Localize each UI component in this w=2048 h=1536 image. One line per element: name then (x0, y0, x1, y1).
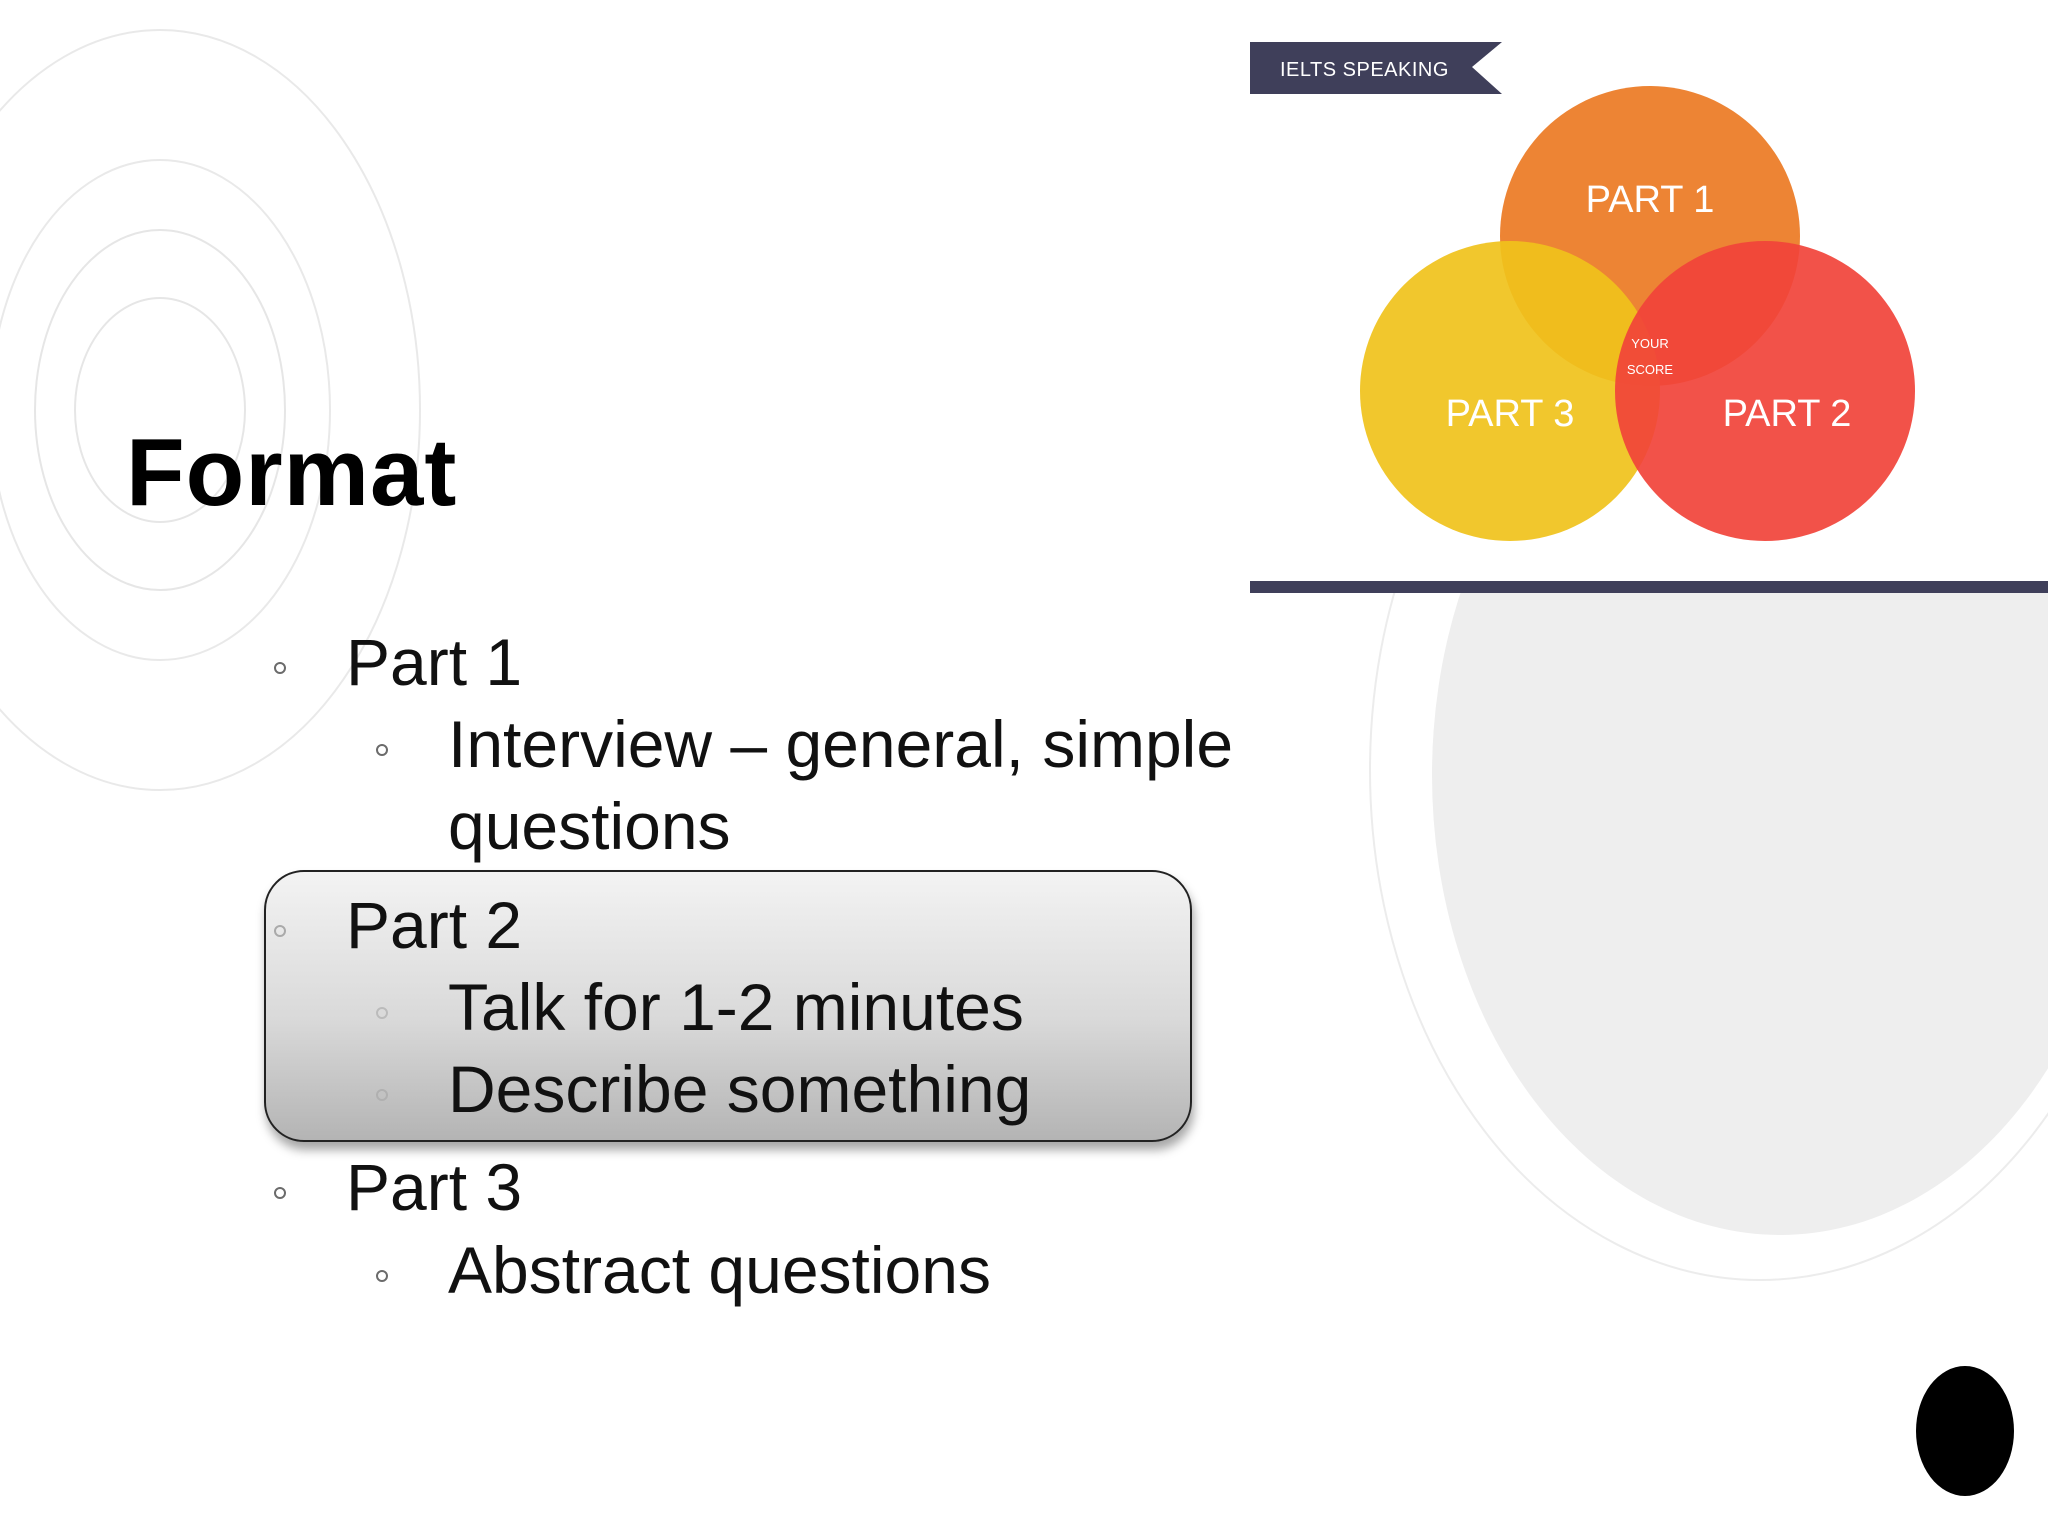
venn-center-line-1: YOUR (1631, 336, 1669, 351)
bottom-rule (1250, 581, 2048, 593)
venn-label-part-2: PART 2 (1723, 393, 1852, 435)
banner-text: IELTS SPEAKING (1280, 59, 1449, 81)
bullet-marker (274, 1187, 286, 1199)
sub-bullet-marker (376, 1089, 388, 1101)
sub-bullet-marker (376, 1270, 388, 1282)
bullet-marker (274, 662, 286, 674)
banner-ribbon (1250, 42, 1502, 94)
venn-circle-part-3 (1360, 241, 1660, 541)
sub-bullet-part-3-abstract: Abstract questions (448, 1233, 991, 1307)
bullet-part-2: Part 2 (346, 888, 523, 962)
sub-bullet-part-2-describe: Describe something (448, 1052, 1032, 1126)
bullet-part-3: Part 3 (346, 1150, 523, 1224)
venn-label-part-1: PART 1 (1586, 179, 1715, 221)
sub-bullet-marker (376, 744, 388, 756)
bullet-part-1: Part 1 (346, 625, 523, 699)
bullet-marker (274, 925, 286, 937)
sub-bullet-part-1-interview: Interview – general, simple (448, 707, 1234, 781)
decorative-ellipse (1369, 560, 2048, 1281)
black-oval-shape (1916, 1366, 2014, 1496)
venn-circle-part-2 (1615, 241, 1915, 541)
slide-title: Format (126, 419, 458, 526)
sub-bullet-part-2-talk: Talk for 1-2 minutes (448, 970, 1024, 1044)
venn-label-part-3: PART 3 (1446, 393, 1575, 435)
sub-bullet-marker (376, 1007, 388, 1019)
ielts-venn-image: IELTS SPEAKING PART 1 PART 3 PART 2 YOUR… (1250, 36, 2048, 593)
part-2-highlight-box (264, 870, 1192, 1142)
decorative-rings (0, 29, 421, 791)
sub-bullet-part-1-continuation: questions (448, 789, 731, 863)
venn-center-line-2: SCORE (1627, 362, 1674, 377)
